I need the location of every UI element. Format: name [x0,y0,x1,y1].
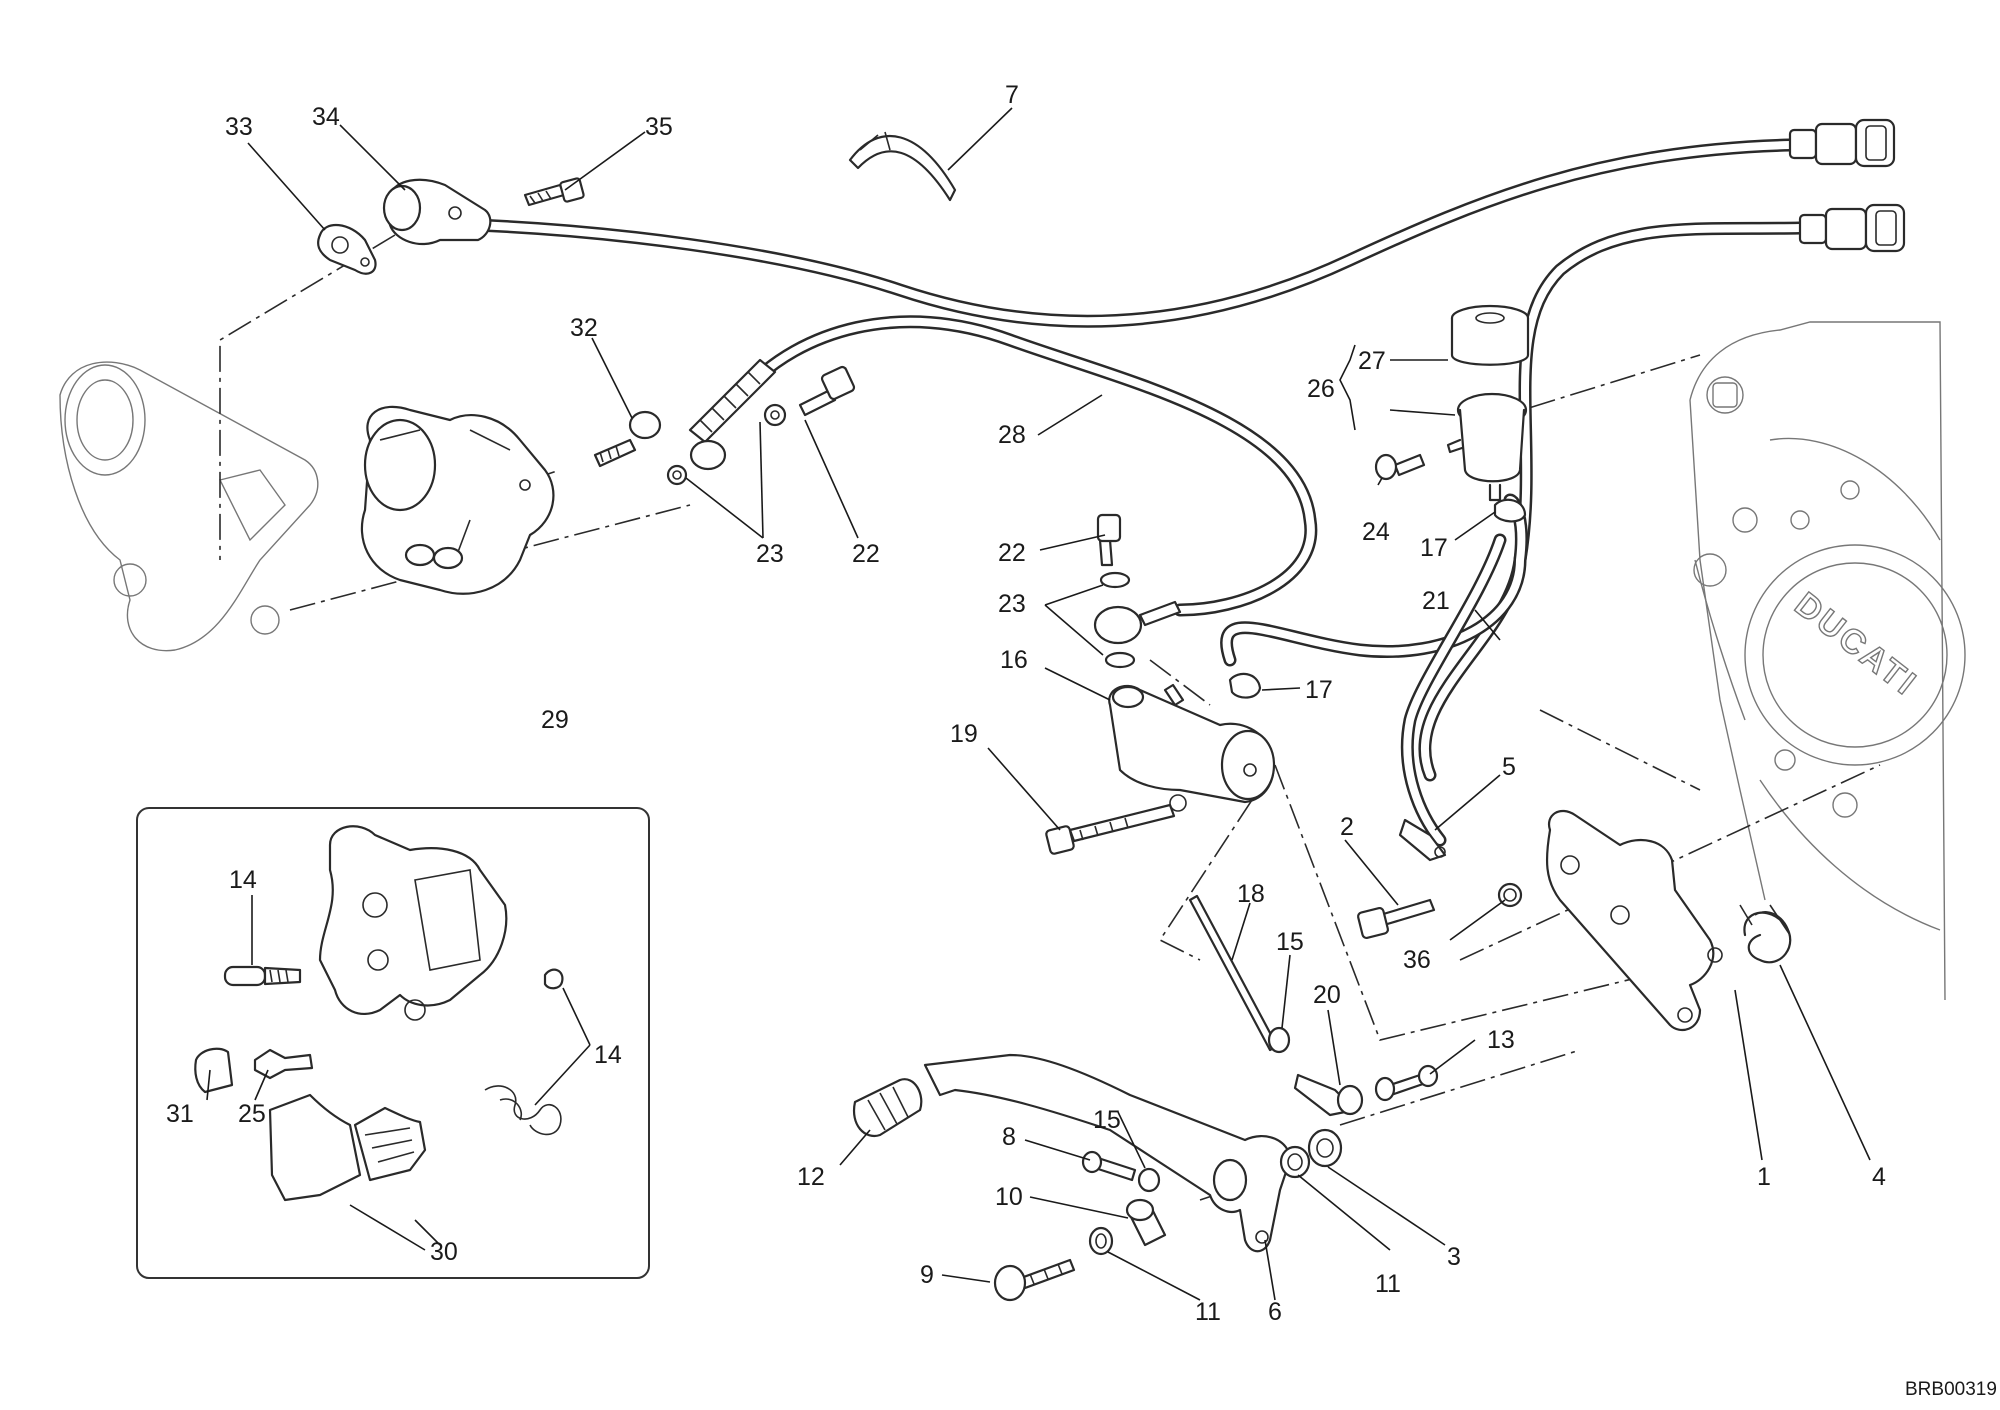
sensor-cable-upper [468,138,1797,328]
pedal-bushing [1137,1167,1161,1193]
callout-28: 28 [998,421,1026,449]
callout-3: 3 [1447,1243,1461,1271]
banjo-fitting-upper [666,365,856,486]
pedal-rubber [852,1078,923,1138]
brake-pedal [923,1053,1292,1253]
inset-bleeder-cap [194,1047,234,1094]
pedal-spacer [1125,1198,1167,1247]
sensor-screw [523,177,585,207]
lower-sensor-hose [1400,533,1507,847]
sensor-cable-lower [1418,221,1807,782]
connector-upper [1788,118,1896,168]
pedal-bolt [1081,1150,1137,1182]
hose-clamp-upper [1493,498,1527,523]
inset-spring-clip [484,968,564,1136]
reservoir-screw [1374,453,1426,481]
caliper-bolt [593,410,662,468]
callout-30: 30 [430,1238,458,1266]
inset-brake-pads [268,1093,427,1202]
callout-19: 19 [950,720,978,748]
leader-lines [206,107,1871,1301]
callout-9: 9 [920,1261,934,1289]
callout-23-upper: 23 [756,540,784,568]
svg-text:DUCATI: DUCATI [1788,585,1925,704]
callout-4: 4 [1872,1163,1886,1191]
callout-27: 27 [1358,347,1386,375]
speed-sensor [382,178,492,245]
caliper-detail-inset [136,807,650,1279]
callout-16: 16 [1000,646,1028,674]
callout-20: 20 [1313,981,1341,1009]
callout-22-upper: 22 [852,540,880,568]
bracket-bolt [1356,898,1436,940]
callout-31: 31 [166,1100,194,1128]
engine-case-outline: DUCATI [1689,321,1966,1001]
callout-25: 25 [238,1100,266,1128]
sensor-gasket [317,223,377,275]
pivot-bolt-small [1374,1064,1439,1102]
rear-brake-hose [688,315,1318,617]
callout-21: 21 [1422,587,1450,615]
callout-17-upper: 17 [1420,534,1448,562]
drawing-reference-code: BRB00319 [1905,1379,1997,1400]
callout-36: 36 [1403,946,1431,974]
callout-14-inset-left: 14 [229,866,257,894]
callout-18: 18 [1237,880,1265,908]
callout-17-lower: 17 [1305,676,1333,704]
callout-33: 33 [225,113,253,141]
callout-12: 12 [797,1163,825,1191]
clevis-pin [1293,1073,1364,1117]
callout-24: 24 [1362,518,1390,546]
callout-15-lower: 15 [1093,1106,1121,1134]
callout-32: 32 [570,314,598,342]
inset-bleeder-valve [253,1048,314,1080]
callout-6: 6 [1268,1298,1282,1326]
pedal-pivot-bolt [993,1258,1076,1302]
cable-clip [848,131,957,202]
fluid-reservoir-cap [1450,304,1530,366]
master-cylinder-banjo [1093,513,1182,669]
bleed-fitting [1398,818,1447,862]
callout-labels: 33 34 35 7 32 28 26 27 24 17 21 23 22 29… [166,81,1886,1326]
washer-left [1088,1226,1114,1256]
connector-lower [1798,203,1906,253]
callout-5: 5 [1502,753,1516,781]
master-cylinder [1108,683,1276,812]
callout-35: 35 [645,113,673,141]
callout-23-lower: 23 [998,590,1026,618]
callout-22-lower: 22 [998,539,1026,567]
callout-11-upper: 11 [1375,1270,1401,1298]
callout-10: 10 [995,1183,1023,1211]
callout-11-lower: 11 [1195,1298,1221,1326]
hose-clamp-lower [1228,672,1262,699]
reservoir-hose [1220,493,1528,667]
footrest-bracket [1545,809,1723,1032]
inset-pin [223,965,302,987]
callout-2: 2 [1340,813,1354,841]
fluid-reservoir [1446,392,1528,502]
callout-29: 29 [541,706,569,734]
washer-right [1279,1128,1343,1179]
callout-34: 34 [312,103,340,131]
spacer-small [1267,1026,1291,1054]
inset-caliper [318,825,508,1021]
return-spring [1739,904,1792,964]
callout-14-inset-right: 14 [594,1041,622,1069]
push-rod [1188,894,1279,1052]
callout-7: 7 [1005,81,1019,109]
callout-26: 26 [1307,375,1335,403]
caliper-bracket-outline [59,361,319,652]
brake-caliper [360,405,555,595]
callout-13: 13 [1487,1026,1515,1054]
callout-1: 1 [1757,1163,1771,1191]
callout-8: 8 [1002,1123,1016,1151]
callout-15-upper: 15 [1276,928,1304,956]
master-cylinder-bolt [1045,803,1176,855]
